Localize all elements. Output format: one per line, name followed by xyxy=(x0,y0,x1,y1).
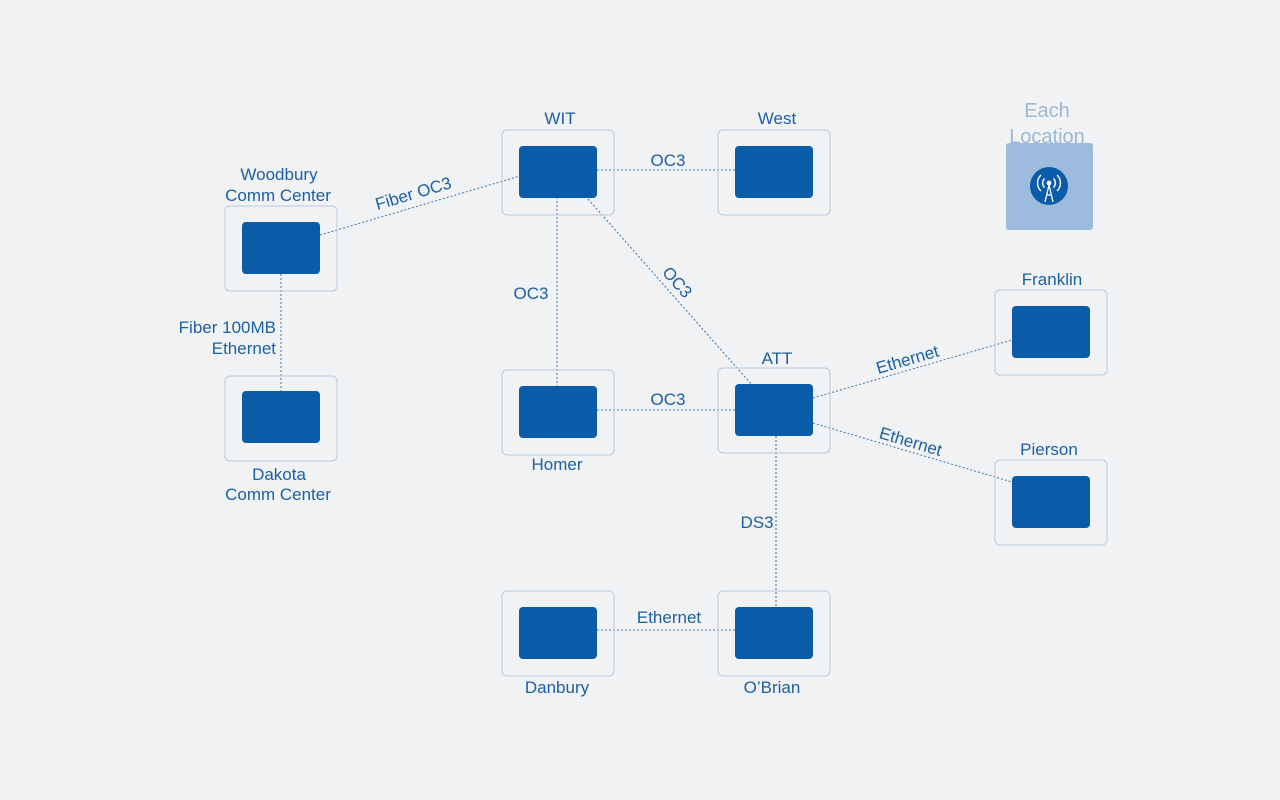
node-frame xyxy=(717,590,831,677)
node-label-franklin: Franklin xyxy=(1022,270,1082,289)
node-frame xyxy=(717,367,831,454)
link-label-danbury-obrian: Ethernet xyxy=(637,608,702,627)
node-wit[interactable]: WIT xyxy=(501,109,615,216)
node-att[interactable]: ATT xyxy=(717,349,831,454)
link-label-homer-att: OC3 xyxy=(651,390,686,409)
router-device[interactable] xyxy=(735,146,813,198)
link-att-pierson xyxy=(812,422,1013,483)
node-label-obrian: O’Brian xyxy=(744,678,801,697)
node-label-danbury: Danbury xyxy=(525,678,590,697)
router-device[interactable] xyxy=(519,146,597,198)
legend-label-line1: Each xyxy=(1024,100,1070,122)
link-label-wit-homer: OC3 xyxy=(514,284,549,303)
node-danbury[interactable]: Danbury xyxy=(501,590,615,697)
node-label-dakota-line2: Comm Center xyxy=(225,485,331,504)
router-device[interactable] xyxy=(735,384,813,436)
router-device[interactable] xyxy=(242,222,320,274)
node-franklin[interactable]: Franklin xyxy=(994,270,1108,376)
node-label-woodbury-line2: Comm Center xyxy=(225,186,331,205)
link-label-att-pierson: Ethernet xyxy=(877,423,944,460)
node-frame xyxy=(224,205,338,292)
link-label-woodbury-dakota-line1: Fiber 100MB xyxy=(179,318,276,337)
node-label-homer: Homer xyxy=(531,455,582,474)
node-homer[interactable]: Homer xyxy=(501,369,615,474)
link-label-att-franklin: Ethernet xyxy=(874,342,941,378)
links xyxy=(280,169,1013,631)
router-device[interactable] xyxy=(735,607,813,659)
node-frame xyxy=(717,129,831,216)
link-woodbury-wit xyxy=(319,175,521,236)
node-label-dakota-line1: Dakota xyxy=(252,465,306,484)
node-label-woodbury-line1: Woodbury xyxy=(240,165,318,184)
wireless-tower-icon xyxy=(1030,167,1068,205)
legend-label-line2: Location xyxy=(1009,126,1085,148)
node-frame xyxy=(994,459,1108,546)
node-label-pierson: Pierson xyxy=(1020,440,1078,459)
node-frame xyxy=(501,369,615,456)
node-frame xyxy=(994,289,1108,376)
node-west[interactable]: West xyxy=(717,109,831,216)
router-device[interactable] xyxy=(242,391,320,443)
node-obrian[interactable]: O’Brian xyxy=(717,590,831,697)
link-wit-att xyxy=(587,198,753,386)
router-device[interactable] xyxy=(519,607,597,659)
link-label-woodbury-dakota-line2: Ethernet xyxy=(212,339,277,358)
node-pierson[interactable]: Pierson xyxy=(994,440,1108,546)
node-frame xyxy=(501,590,615,677)
link-label-att-obrian: DS3 xyxy=(740,513,773,532)
node-label-wit: WIT xyxy=(544,109,575,128)
node-dakota[interactable]: Dakota Comm Center xyxy=(224,375,338,504)
node-frame xyxy=(501,129,615,216)
node-label-att: ATT xyxy=(762,349,793,368)
router-device[interactable] xyxy=(1012,306,1090,358)
node-woodbury[interactable]: Woodbury Comm Center xyxy=(224,165,338,292)
link-label-wit-att: OC3 xyxy=(658,263,695,302)
link-att-franklin xyxy=(812,339,1013,399)
node-frame xyxy=(224,375,338,462)
node-label-west: West xyxy=(758,109,797,128)
link-label-wit-west: OC3 xyxy=(651,151,686,170)
legend: Each Location xyxy=(1006,100,1093,230)
router-device[interactable] xyxy=(519,386,597,438)
router-device[interactable] xyxy=(1012,476,1090,528)
